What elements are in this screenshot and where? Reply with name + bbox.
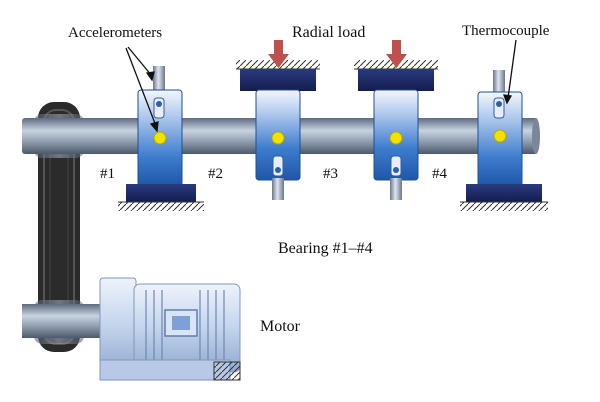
radial-load-label: Radial load	[292, 24, 365, 41]
motor-ground	[213, 361, 241, 381]
ground-1	[118, 202, 204, 211]
accelerometer-stub-4	[493, 70, 505, 94]
accelerometers-label: Accelerometers	[68, 25, 162, 41]
base-plate-3	[358, 69, 434, 91]
base-plate-2	[240, 69, 316, 91]
bearing-4-label: #4	[432, 166, 448, 182]
bearing-3-label: #3	[323, 166, 338, 182]
base-plate-4	[466, 184, 542, 202]
bearing-2-label: #2	[208, 166, 223, 182]
base-plate-1	[126, 184, 196, 202]
bearing-1	[118, 66, 204, 211]
down-arrow-icon	[268, 40, 289, 68]
bearing-4	[460, 70, 548, 211]
motor	[22, 277, 241, 381]
sensor-dot-4	[493, 129, 507, 143]
sensor-dot-3	[389, 131, 403, 145]
bearing-1-label: #1	[100, 166, 115, 182]
accelerometer-stub-3	[390, 178, 402, 200]
leader-lines	[125, 39, 517, 133]
motor-shaft	[22, 304, 112, 338]
drive-belt	[38, 102, 80, 352]
motor-base	[99, 359, 231, 381]
ground-4	[460, 202, 548, 211]
sensor-dot-2	[271, 131, 285, 145]
thermocouple-label: Thermocouple	[462, 23, 550, 39]
radial-load-arrows	[268, 40, 407, 68]
accelerometer-stub-2	[272, 178, 284, 200]
accelerometer-stub-1	[153, 66, 165, 92]
motor-label: Motor	[260, 318, 301, 335]
sensor-dot-1	[153, 131, 167, 145]
down-arrow-icon	[386, 40, 407, 68]
bearing-range-label: Bearing #1–#4	[278, 240, 373, 257]
